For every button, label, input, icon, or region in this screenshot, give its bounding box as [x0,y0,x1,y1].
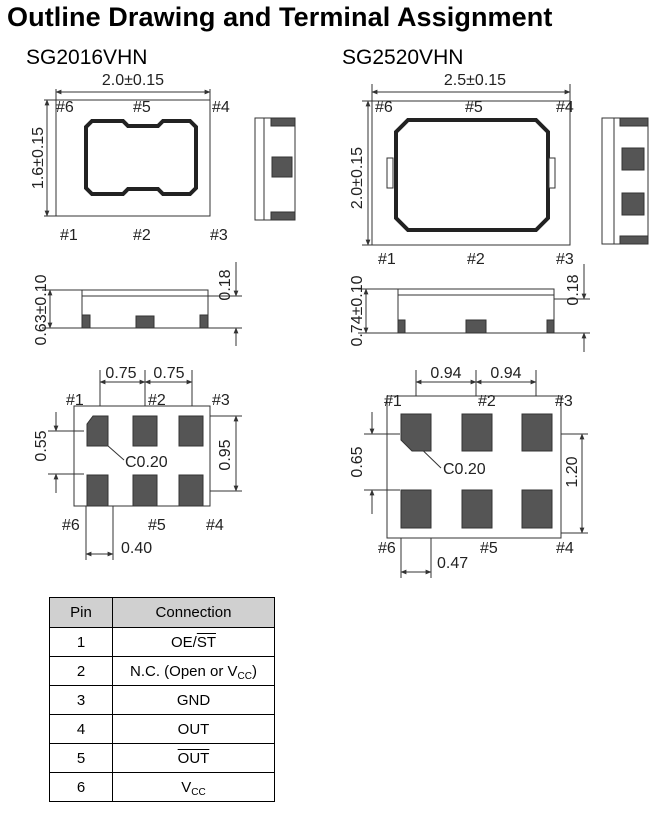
sg2016-pitch-right: 0.75 [153,365,184,382]
sg2016-pin-label: #3 [210,227,228,244]
outline-drawing: SG2016VHN 2.0±0.15 1.6±0.15 #6 #5 #4 #1 … [26,46,649,578]
sg2520-pin-label: #5 [465,99,483,116]
sg2016-height-dim: 1.6±0.15 [30,127,47,189]
sg2520-lead-dim: 0.18 [565,274,582,305]
sg2520-width-dim: 2.5±0.15 [444,72,506,89]
sg2520-pad-width-dim: 0.47 [437,555,468,572]
pin-connection: VCC [112,772,275,802]
sg2016-width-dim: 2.0±0.15 [102,72,164,89]
sg2520-fp-pin-label: #1 [384,393,402,410]
pin-number: 2 [49,656,113,686]
page-title: Outline Drawing and Terminal Assignment [7,2,553,32]
sg2520-pin-label: #4 [556,99,574,116]
sg2016-fp-pin-label: #3 [212,392,230,409]
column-header-connection: Connection [112,597,275,628]
connection-text: OUT [177,720,210,738]
pin-connection: N.C. (Open or VCC) [112,656,275,686]
pin-connection: GND [112,685,275,715]
sg2016-pin-label: #5 [133,99,151,116]
sg2016-fp-pin-label: #5 [148,517,166,534]
sg2016-pin-label: #6 [56,99,74,116]
sg2520-fp-pin-label: #5 [480,540,498,557]
connection-subscript: CC [237,670,252,682]
sg2520-pin-label: #3 [556,251,574,268]
sg2520-pitch-right: 0.94 [490,365,521,382]
connection-overline-text: OUT [177,749,210,767]
sg2016-row-span-dim: 0.95 [217,439,234,470]
sg2016-side-view [42,262,242,346]
pin-number: 4 [49,714,113,744]
sg2016-fp-pin-label: #2 [148,392,166,409]
sg2016-end-view [254,117,296,221]
sg2016-pad-width-dim: 0.40 [121,540,152,557]
sg2016-pitch-left: 0.75 [105,365,136,382]
sg2016-pads [86,415,204,507]
sg2520-pin-label: #6 [375,99,393,116]
connection-suffix: ) [252,662,257,680]
pin-number: 1 [49,627,113,657]
sg2016-pad-height-dim: 0.55 [33,430,50,461]
table-row: 6 VCC [49,772,275,802]
sg2520-height-dim: 2.0±0.15 [349,147,366,209]
connection-text: GND [176,691,211,709]
sg2520-fp-pin-label: #3 [555,393,573,410]
sg2520-pad-height-dim: 0.65 [349,446,366,477]
sg2520-side-view [358,264,590,352]
sg2016-fp-pin-label: #4 [206,517,224,534]
sg2016-pin-label: #2 [133,227,151,244]
sg2520-fp-pin-label: #2 [478,393,496,410]
connection-text: OE/ [170,633,197,651]
sg2016-pin-label: #1 [60,227,78,244]
pin-assignment-table: Pin Connection 1 OE/ST 2 N.C. (Open or V… [49,597,275,802]
table-row: 3 GND [49,685,275,715]
pin-connection: OUT [112,743,275,773]
sg2520-row-span-dim: 1.20 [564,456,581,487]
sg2520-top-view [362,84,571,246]
model-name-sg2520vhn: SG2520VHN [342,46,463,69]
pin-connection: OUT [112,714,275,744]
sg2520-pitch-left: 0.94 [430,365,461,382]
table-row: 5 OUT [49,743,275,773]
sg2016-side-height-dim: 0.63±0.10 [33,274,50,345]
table-row: 2 N.C. (Open or VCC) [49,656,275,686]
pin-number: 5 [49,743,113,773]
connection-overline-text: ST [196,633,216,651]
sg2016-top-view [44,89,211,217]
pin-connection: OE/ST [112,627,275,657]
sg2520-fp-pin-label: #6 [378,540,396,557]
sg2520-end-view [601,117,649,245]
pin-number: 3 [49,685,113,715]
sg2016-fp-pin-label: #1 [66,392,84,409]
sg2016-pin-label: #4 [212,99,230,116]
connection-text: N.C. (Open or V [130,662,238,680]
connection-text: V [181,778,192,796]
model-name-sg2016vhn: SG2016VHN [26,46,147,69]
sg2520-chamfer: C0.20 [443,461,486,478]
sg2520-pin-label: #2 [467,251,485,268]
sg2016-chamfer: C0.20 [125,454,168,471]
table-row: 4 OUT [49,714,275,744]
connection-subscript: CC [191,786,206,798]
sg2520-side-height-dim: 0.74±0.10 [349,275,366,346]
table-header-row: Pin Connection [49,597,275,628]
column-header-pin: Pin [49,597,113,628]
sg2520-fp-pin-label: #4 [556,540,574,557]
sg2520-pin-label: #1 [378,251,396,268]
sg2520-pads [400,413,553,529]
table-row: 1 OE/ST [49,627,275,657]
pin-number: 6 [49,772,113,802]
sg2016-lead-dim: 0.18 [217,269,234,300]
sg2016-fp-pin-label: #6 [62,517,80,534]
